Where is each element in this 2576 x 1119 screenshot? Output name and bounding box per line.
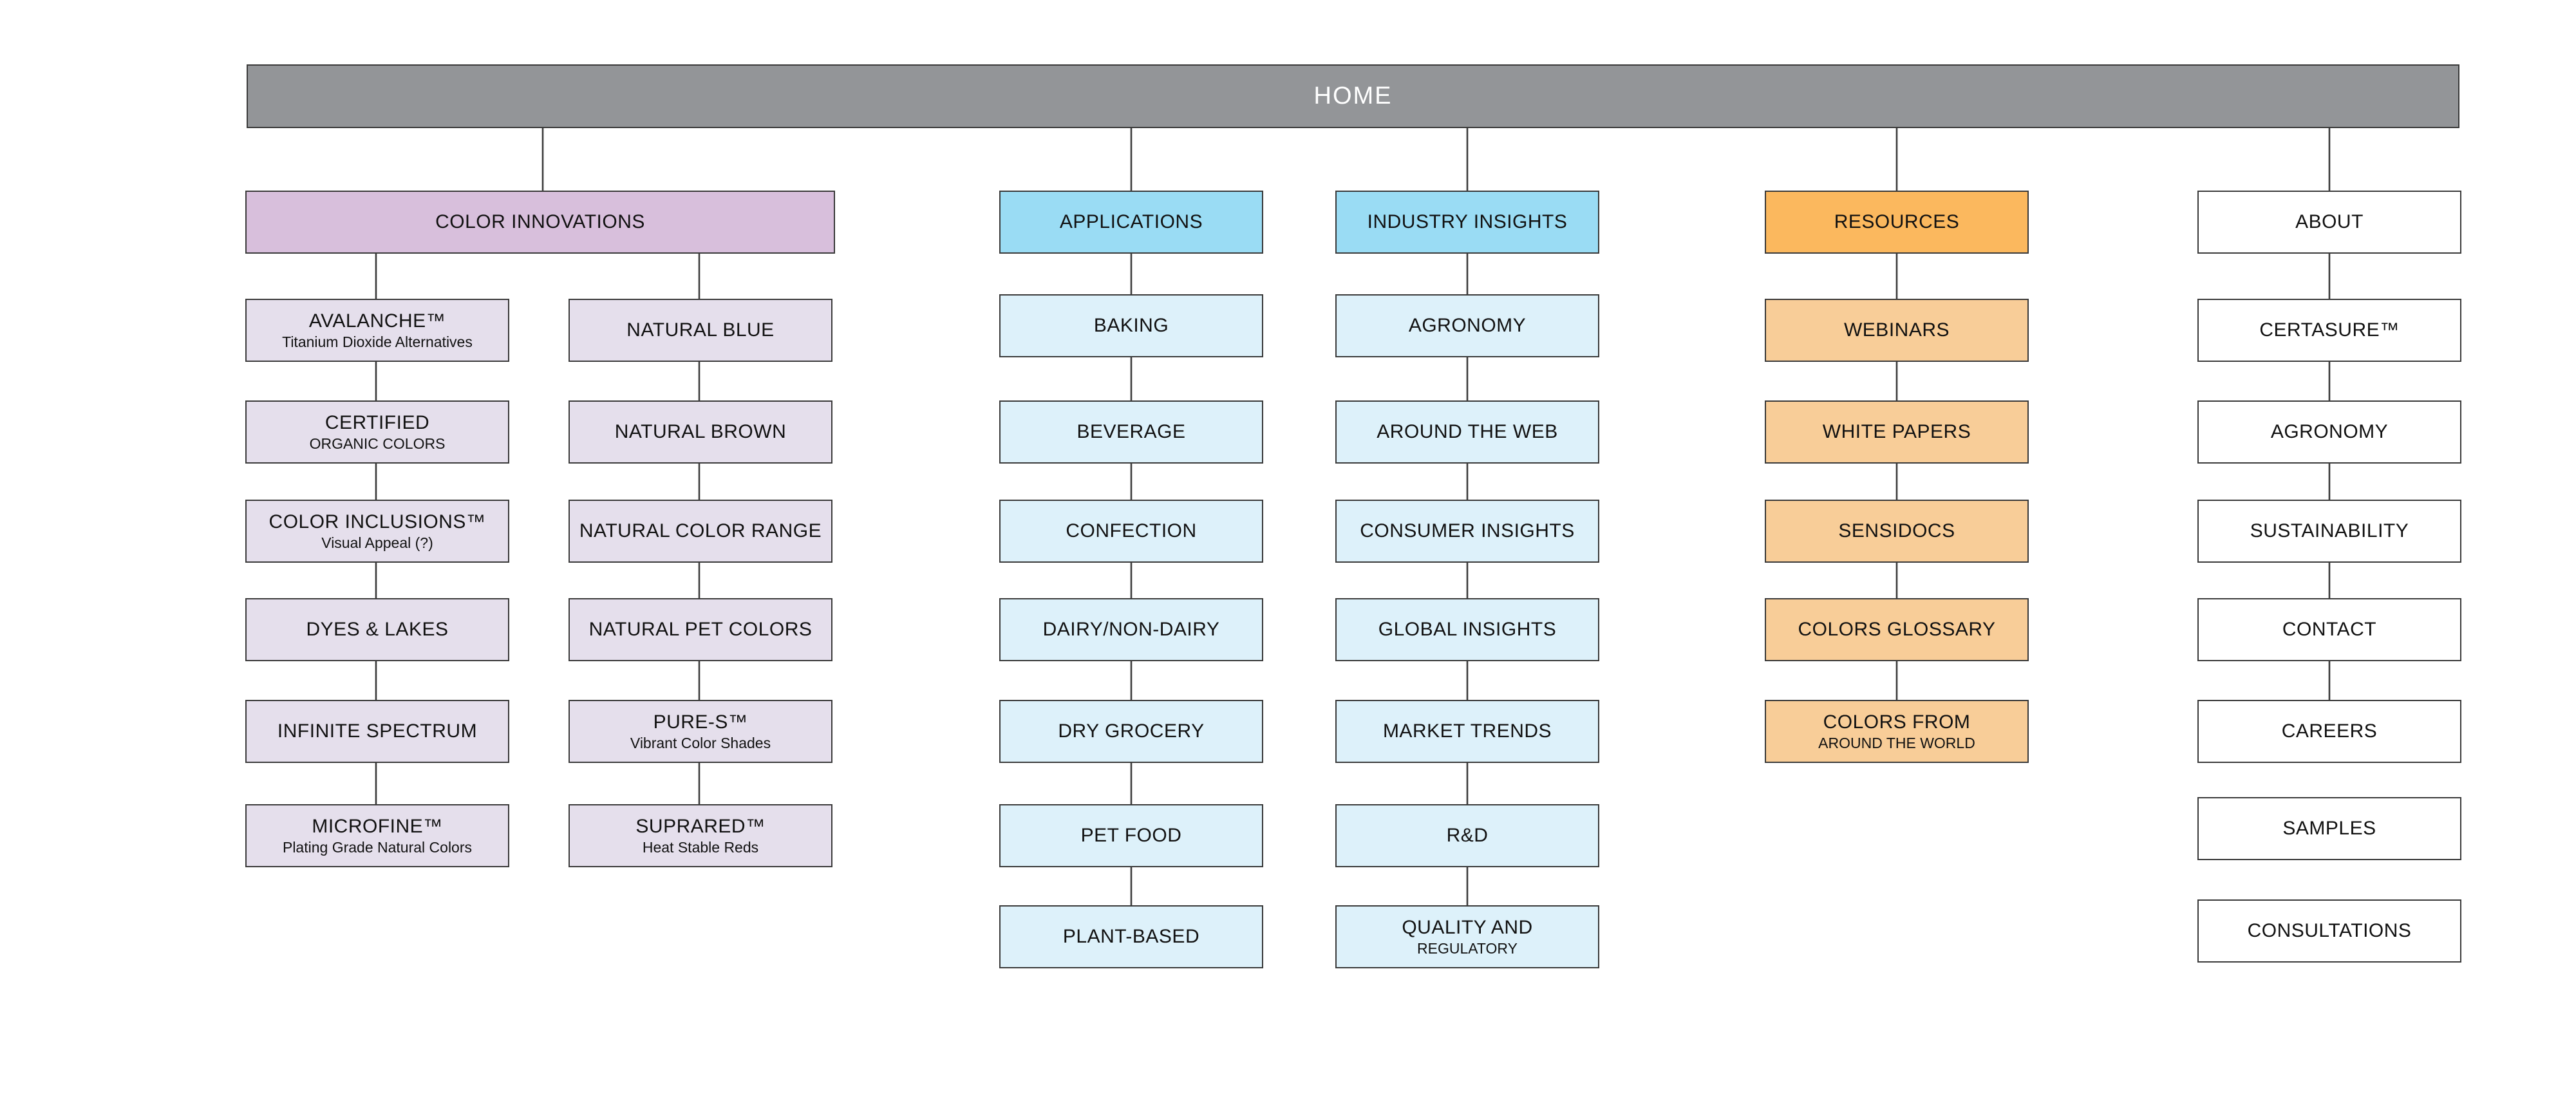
item-about-samples-label: SAMPLES [2282, 817, 2376, 839]
item-applications-baking[interactable]: BAKING [999, 294, 1263, 357]
item-industry-insights-quality-and-label: QUALITY AND [1402, 916, 1533, 938]
item-resources-webinars[interactable]: WEBINARS [1765, 299, 2029, 362]
item-about-consultations[interactable]: CONSULTATIONS [2197, 899, 2461, 963]
item-about-careers[interactable]: CAREERS [2197, 700, 2461, 763]
item-avalanche[interactable]: AVALANCHE™ Titanium Dioxide Alternatives [245, 299, 509, 362]
header-industry-insights[interactable]: INDUSTRY INSIGHTS [1335, 191, 1599, 254]
item-about-agronomy-label: AGRONOMY [2270, 420, 2389, 442]
item-applications-plant-based[interactable]: PLANT-BASED [999, 905, 1263, 968]
item-industry-insights-quality-and-sublabel: REGULATORY [1417, 940, 1518, 957]
item-about-contact-label: CONTACT [2282, 618, 2377, 640]
item-applications-pet-food-label: PET FOOD [1080, 824, 1182, 846]
item-about-certasure[interactable]: CERTASURE™ [2197, 299, 2461, 362]
item-natural-pet-colors-label: NATURAL PET COLORS [588, 618, 813, 640]
item-industry-insights-global-insights[interactable]: GLOBAL INSIGHTS [1335, 598, 1599, 661]
item-infinite-spectrum-label: INFINITE SPECTRUM [277, 720, 478, 742]
item-natural-color-range[interactable]: NATURAL COLOR RANGE [569, 500, 832, 563]
item-infinite-spectrum[interactable]: INFINITE SPECTRUM [245, 700, 509, 763]
item-applications-beverage[interactable]: BEVERAGE [999, 400, 1263, 464]
item-industry-insights-market-trends-label: MARKET TRENDS [1382, 720, 1552, 742]
item-industry-insights-consumer-insights-label: CONSUMER INSIGHTS [1360, 520, 1575, 541]
item-natural-blue[interactable]: NATURAL BLUE [569, 299, 832, 362]
item-applications-dairy-non-dairy[interactable]: DAIRY/NON-DAIRY [999, 598, 1263, 661]
item-about-consultations-label: CONSULTATIONS [2247, 919, 2412, 941]
item-applications-pet-food[interactable]: PET FOOD [999, 804, 1263, 867]
item-color-inclusions-sublabel: Visual Appeal (?) [321, 534, 433, 552]
item-resources-webinars-label: WEBINARS [1843, 319, 1950, 341]
item-color-inclusions-label: COLOR INCLUSIONS™ [268, 511, 486, 532]
item-dyes-and-lakes[interactable]: DYES & LAKES [245, 598, 509, 661]
item-applications-confection[interactable]: CONFECTION [999, 500, 1263, 563]
item-natural-color-range-label: NATURAL COLOR RANGE [579, 520, 822, 541]
item-pure-s-label: PURE-S™ [653, 711, 748, 733]
item-pure-s[interactable]: PURE-S™ Vibrant Color Shades [569, 700, 832, 763]
item-avalanche-label: AVALANCHE™ [308, 310, 446, 332]
item-resources-colors-glossary[interactable]: COLORS GLOSSARY [1765, 598, 2029, 661]
item-about-agronomy[interactable]: AGRONOMY [2197, 400, 2461, 464]
item-resources-colors-from-sublabel: AROUND THE WORLD [1818, 735, 1975, 752]
item-certified-sublabel: ORGANIC COLORS [309, 435, 446, 453]
item-resources-white-papers[interactable]: WHITE PAPERS [1765, 400, 2029, 464]
item-microfine[interactable]: MICROFINE™ Plating Grade Natural Colors [245, 804, 509, 867]
item-industry-insights-agronomy-label: AGRONOMY [1408, 314, 1527, 336]
item-natural-brown[interactable]: NATURAL BROWN [569, 400, 832, 464]
item-resources-white-papers-label: WHITE PAPERS [1822, 420, 1971, 442]
header-color-innovations-label: COLOR INNOVATIONS [435, 211, 645, 232]
item-applications-confection-label: CONFECTION [1066, 520, 1197, 541]
item-dyes-and-lakes-label: DYES & LAKES [306, 618, 449, 640]
item-resources-colors-from-label: COLORS FROM [1823, 711, 1971, 733]
item-suprared-label: SUPRARED™ [635, 815, 766, 837]
item-industry-insights-consumer-insights[interactable]: CONSUMER INSIGHTS [1335, 500, 1599, 563]
item-applications-plant-based-label: PLANT-BASED [1062, 925, 1200, 947]
item-natural-brown-label: NATURAL BROWN [614, 420, 787, 442]
item-microfine-label: MICROFINE™ [312, 815, 443, 837]
home-node[interactable]: HOME [247, 64, 2459, 128]
header-industry-insights-label: INDUSTRY INSIGHTS [1367, 211, 1568, 232]
item-resources-colors-from[interactable]: COLORS FROM AROUND THE WORLD [1765, 700, 2029, 763]
header-resources-label: RESOURCES [1834, 211, 1960, 232]
item-natural-blue-label: NATURAL BLUE [626, 319, 775, 341]
item-certified[interactable]: CERTIFIED ORGANIC COLORS [245, 400, 509, 464]
item-avalanche-sublabel: Titanium Dioxide Alternatives [282, 334, 473, 351]
item-suprared[interactable]: SUPRARED™ Heat Stable Reds [569, 804, 832, 867]
header-applications-label: APPLICATIONS [1059, 211, 1203, 232]
item-industry-insights-global-insights-label: GLOBAL INSIGHTS [1378, 618, 1557, 640]
header-about[interactable]: ABOUT [2197, 191, 2461, 254]
item-industry-insights-agronomy[interactable]: AGRONOMY [1335, 294, 1599, 357]
header-resources[interactable]: RESOURCES [1765, 191, 2029, 254]
item-industry-insights-market-trends[interactable]: MARKET TRENDS [1335, 700, 1599, 763]
item-microfine-sublabel: Plating Grade Natural Colors [282, 839, 473, 856]
item-natural-pet-colors[interactable]: NATURAL PET COLORS [569, 598, 832, 661]
item-industry-insights-randd-label: R&D [1446, 824, 1489, 846]
item-pure-s-sublabel: Vibrant Color Shades [630, 735, 771, 752]
item-applications-beverage-label: BEVERAGE [1076, 420, 1186, 442]
item-about-sustainability[interactable]: SUSTAINABILITY [2197, 500, 2461, 563]
item-resources-sensidocs-label: SENSIDOCS [1838, 520, 1955, 541]
home-node-label: HOME [1313, 82, 1393, 109]
item-applications-dry-grocery-label: DRY GROCERY [1058, 720, 1205, 742]
item-industry-insights-quality-and[interactable]: QUALITY AND REGULATORY [1335, 905, 1599, 968]
header-about-label: ABOUT [2295, 211, 2364, 232]
item-about-certasure-label: CERTASURE™ [2259, 319, 2400, 341]
item-applications-dry-grocery[interactable]: DRY GROCERY [999, 700, 1263, 763]
item-about-contact[interactable]: CONTACT [2197, 598, 2461, 661]
header-color-innovations[interactable]: COLOR INNOVATIONS [245, 191, 835, 254]
header-applications[interactable]: APPLICATIONS [999, 191, 1263, 254]
item-certified-label: CERTIFIED [324, 411, 430, 433]
item-industry-insights-around-the-web-label: AROUND THE WEB [1377, 420, 1558, 442]
item-applications-dairy-non-dairy-label: DAIRY/NON-DAIRY [1042, 618, 1220, 640]
item-about-sustainability-label: SUSTAINABILITY [2250, 520, 2409, 541]
item-suprared-sublabel: Heat Stable Reds [642, 839, 759, 856]
item-applications-baking-label: BAKING [1093, 314, 1169, 336]
item-color-inclusions[interactable]: COLOR INCLUSIONS™ Visual Appeal (?) [245, 500, 509, 563]
item-resources-sensidocs[interactable]: SENSIDOCS [1765, 500, 2029, 563]
item-about-careers-label: CAREERS [2281, 720, 2378, 742]
item-industry-insights-around-the-web[interactable]: AROUND THE WEB [1335, 400, 1599, 464]
item-about-samples[interactable]: SAMPLES [2197, 797, 2461, 860]
item-industry-insights-randd[interactable]: R&D [1335, 804, 1599, 867]
item-resources-colors-glossary-label: COLORS GLOSSARY [1798, 618, 1996, 640]
